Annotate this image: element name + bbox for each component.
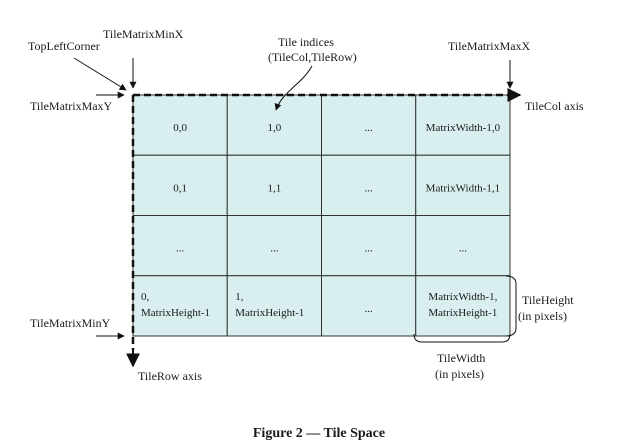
tile-matrix-min-x-label: TileMatrixMinX [103, 27, 184, 41]
tile-indices-label-line1: Tile indices [278, 35, 334, 49]
tile-width-bracket [413, 333, 511, 343]
tile-index-label: MatrixWidth-1, [428, 291, 497, 303]
tile-cell [226, 215, 322, 277]
tile-index-label: MatrixWidth-1,0 [426, 122, 501, 134]
tile-cell [132, 275, 228, 337]
tile-cell [415, 154, 511, 216]
top-left-corner-label: TopLeftCorner [28, 39, 100, 53]
tile-indices-label-line2: (TileCol,TileRow) [268, 50, 357, 64]
tile-cell [415, 94, 511, 156]
tile-index-label: 1, [235, 291, 244, 303]
tile-index-label: MatrixWidth-1,1 [426, 182, 500, 194]
tile-index-label: 0, [141, 291, 150, 303]
tile-cell [226, 275, 322, 337]
tile-cell [415, 215, 511, 277]
tile-index-label: ... [365, 122, 374, 134]
tile-indices-arrow [274, 65, 313, 111]
tile-matrix-max-y-label: TileMatrixMaxY [30, 99, 113, 113]
tile-row-axis-label: TileRow axis [138, 369, 202, 383]
tile-index-label: ... [459, 243, 468, 255]
tile-index-label: 1,1 [268, 182, 282, 194]
figure-caption: Figure 2 — Tile Space [253, 426, 385, 441]
tile-index-label: ... [365, 303, 374, 315]
tile-cell [132, 94, 228, 156]
tile-index-label: 1,0 [268, 122, 282, 134]
tile-cell [415, 275, 511, 337]
tile-cell [226, 94, 322, 156]
tile-index-label: MatrixHeight-1 [235, 307, 304, 319]
tile-height-label-line2: (in pixels) [518, 309, 567, 323]
tile-index-label: ... [365, 243, 374, 255]
tile-height-bracket [505, 275, 517, 337]
tile-col-axis-label: TileCol axis [525, 99, 584, 113]
top-left-corner-arrow [73, 57, 127, 91]
tile-matrix-min-y-label: TileMatrixMinY [30, 316, 111, 330]
tile-height-label-line1: TileHeight [522, 293, 574, 307]
tile-width-label-line2: (in pixels) [435, 367, 484, 381]
tile-matrix-max-x-label: TileMatrixMaxX [448, 39, 531, 53]
tile-width-label-line1: TileWidth [437, 351, 485, 365]
tile-index-label: MatrixHeight-1 [428, 307, 497, 319]
tile-index-label: MatrixHeight-1 [141, 307, 210, 319]
tile-index-label: ... [270, 243, 279, 255]
tile-index-label: 0,1 [173, 182, 187, 194]
tile-index-label: ... [176, 243, 185, 255]
tile-cell [226, 154, 322, 216]
tile-index-label: ... [365, 182, 374, 194]
tile-cell [132, 154, 228, 216]
tile-grid: 0,0 1,0... MatrixWidth-1,0 0,1 1,1... MatrixW… [132, 94, 511, 337]
tile-index-label: 0,0 [173, 122, 187, 134]
